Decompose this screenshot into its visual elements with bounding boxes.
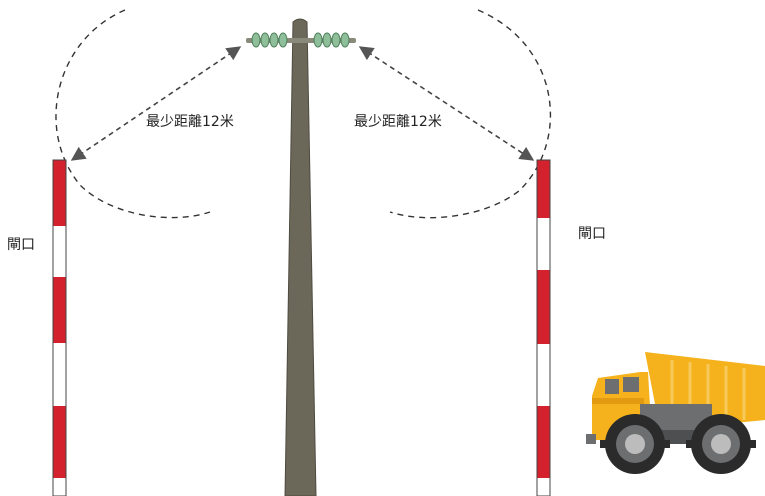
utility-pole: [284, 18, 317, 496]
distance-arrow-right: [358, 46, 535, 161]
insulator-string-icon: [246, 32, 356, 48]
gate-post-left: [52, 159, 67, 496]
dump-truck-icon: [586, 352, 765, 474]
gate-label-left: 閘口: [7, 237, 35, 253]
gate-label-right: 閘口: [578, 226, 606, 242]
distance-label-right: 最少距離12米: [354, 114, 442, 130]
gate-post-right: [536, 159, 551, 496]
distance-arrow-left: [70, 46, 242, 161]
distance-label-left: 最少距離12米: [146, 114, 234, 130]
